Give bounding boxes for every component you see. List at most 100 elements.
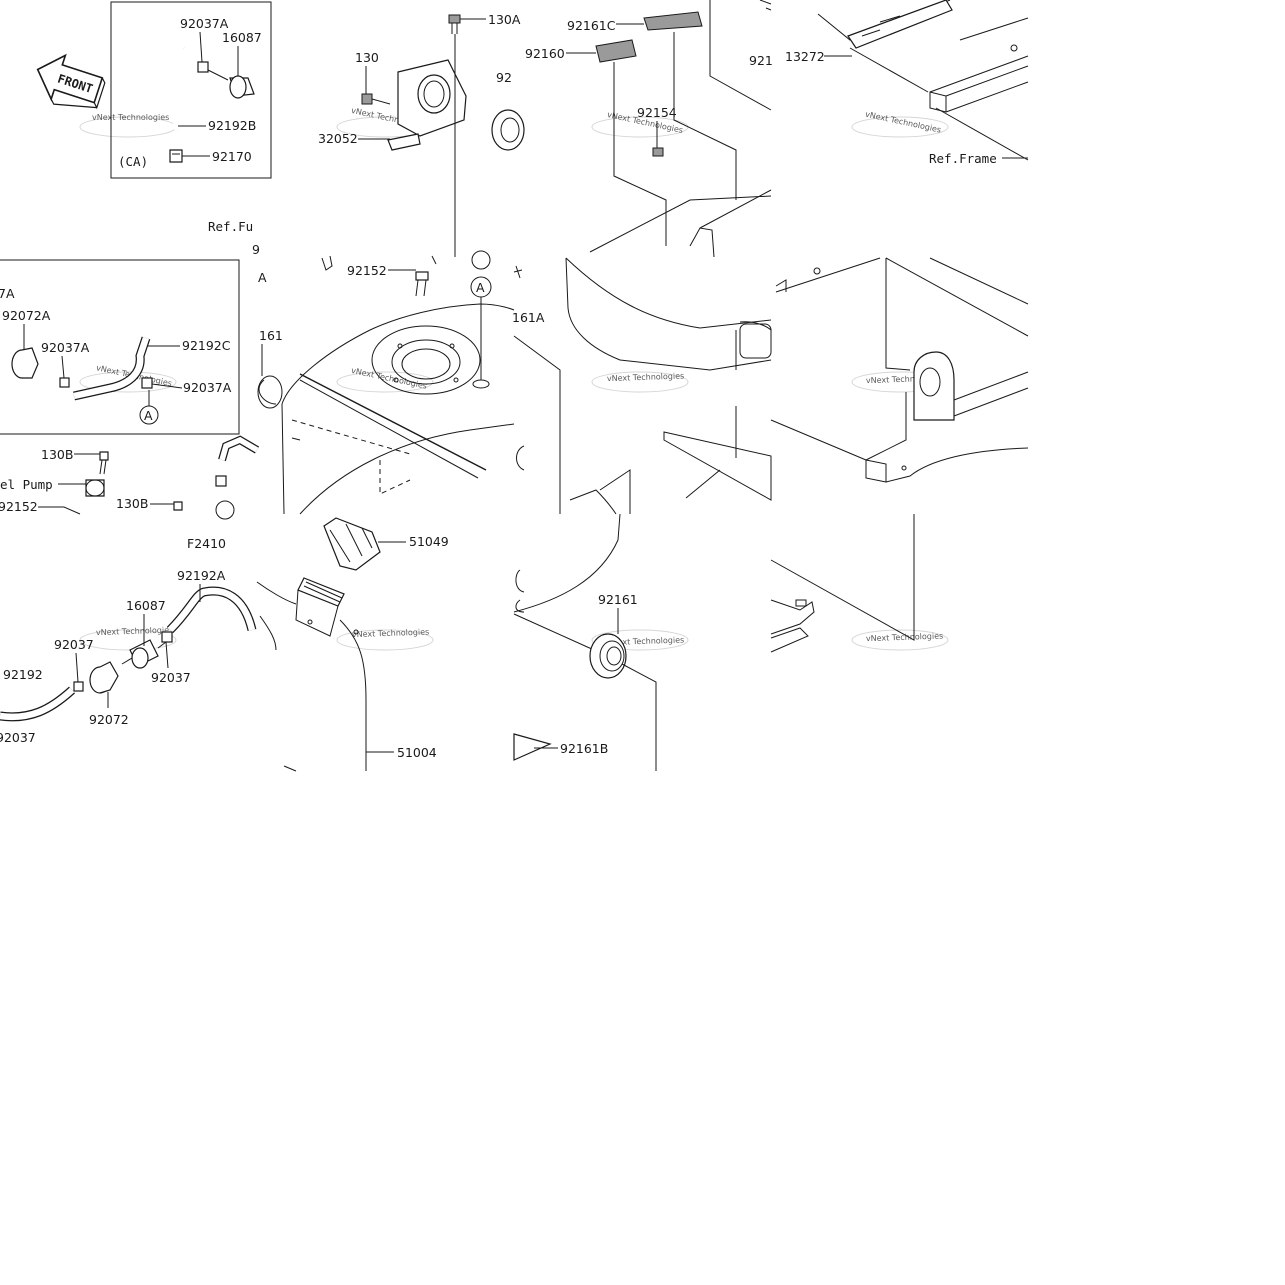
pad-92160 (595, 39, 637, 63)
label-92160: 92160 (525, 46, 565, 61)
grommet-92161 (589, 633, 657, 771)
clamp-92037A-right (141, 377, 153, 389)
fuel-cap-51049 (323, 517, 381, 571)
ref-fuel-pump-label: el Pump (0, 477, 53, 492)
svg-text:vNext Technologies: vNext Technologies (352, 627, 430, 639)
filter-92072 (89, 661, 119, 694)
label-92154: 92154 (637, 105, 677, 120)
svg-text:vNext Technologies: vNext Technologies (350, 366, 427, 391)
label-92161B: 92161B (560, 741, 608, 756)
label-51004: 51004 (397, 745, 437, 760)
fuel-filter-16087 (207, 69, 255, 99)
bolt-130B-2 (173, 501, 183, 511)
label-16087-bottom: 16087 (126, 598, 166, 613)
label-161-partial: 161 (259, 328, 283, 343)
clip-92170 (169, 149, 183, 163)
label-130B-1: 130B (41, 447, 73, 462)
fuel-tank-top (257, 303, 515, 515)
label-130B-2: 130B (116, 496, 148, 511)
ca-box-label: (CA) (118, 154, 148, 169)
svg-text:vNext Technologies: vNext Technologies (864, 110, 941, 135)
tank-cover-side (513, 513, 621, 651)
vent-hose-92192A (166, 586, 257, 634)
clamp-92037A (197, 61, 209, 73)
fuel-filter-16087-bottom (121, 639, 167, 669)
label-92192C: 92192C (182, 338, 231, 353)
svg-text:vNext Technologies: vNext Technologies (607, 635, 685, 647)
label-32052: 32052 (318, 131, 358, 146)
ref-fuel-label: Ref.Fu (208, 219, 253, 234)
label-92192: 92192 (3, 667, 43, 682)
bolt-92154 (652, 147, 664, 157)
label-9-partial: 9 (252, 242, 260, 257)
label-92072: 92072 (89, 712, 129, 727)
label-92170: 92170 (212, 149, 252, 164)
grommet-partial (491, 109, 525, 151)
front-direction-arrow-icon: FRONT (36, 53, 106, 110)
hose-92192 (0, 686, 76, 722)
frame-rear (817, 0, 1029, 161)
svg-text:vNext Technologies: vNext Technologies (866, 373, 944, 385)
svg-text:A: A (476, 280, 485, 295)
callout-A-tank: A (470, 250, 492, 389)
label-92152-mid: 92152 (347, 263, 387, 278)
label-92037A: 92037A (180, 16, 229, 31)
label-92161C: 92161C (567, 18, 616, 33)
svg-text:vNext Technologies: vNext Technologies (866, 631, 944, 643)
bolt-130B-1 (99, 451, 109, 475)
label-92037-left: 92037 (54, 637, 94, 652)
callout-A: A (139, 390, 159, 425)
watermark: vNext Technologies (79, 625, 177, 651)
watermark: vNext Technologies (591, 629, 689, 651)
label-92072A: 92072A (2, 308, 51, 323)
watermark: vNext Technologies (851, 110, 949, 138)
california-model-box (110, 1, 272, 179)
fuel-tank-51004 (256, 581, 367, 772)
fuel-pump-clamp (85, 479, 105, 497)
svg-text:vNext Technologies: vNext Technologies (607, 371, 685, 383)
label-161A-partial: 161A (512, 310, 545, 325)
label-92037A-right: 92037A (183, 380, 232, 395)
clamp-92037A-left (59, 377, 70, 388)
ref-frame-label: Ref.Frame (929, 151, 997, 166)
label-130A: 130A (488, 12, 521, 27)
watermark: vNext Technologies (336, 366, 434, 393)
filler-neck (295, 577, 345, 637)
label-92037-right: 92037 (151, 670, 191, 685)
label-13272: 13272 (785, 49, 825, 64)
hose-partial-right (215, 435, 260, 520)
tank-cover-lower (513, 257, 772, 515)
clamp-92037-left (73, 681, 84, 692)
watermark: vNext Technologies (79, 113, 177, 138)
label-130: 130 (355, 50, 379, 65)
standard-model-box (0, 259, 240, 435)
bracket-32052 (387, 59, 467, 151)
svg-text:A: A (144, 408, 153, 423)
tank-cover-upper (589, 0, 772, 258)
label-92192B: 92192B (208, 118, 256, 133)
svg-text:vNext Technologies: vNext Technologies (92, 113, 169, 122)
bolt-92152-mid (415, 271, 429, 297)
label-92037A-left: 92037A (41, 340, 90, 355)
label-7A-partial: 7A (0, 286, 15, 301)
bolt-130A (448, 14, 461, 257)
vent-hose-92192C (73, 336, 151, 401)
diagram-title: F2410 (187, 536, 226, 551)
label-16087: 16087 (222, 30, 262, 45)
vent-hose-ca (154, 40, 187, 131)
label-92-partial: 92 (496, 70, 512, 85)
label-A-partial: A (258, 270, 267, 285)
label-92192A: 92192A (177, 568, 226, 583)
bolt-130 (361, 93, 391, 105)
filter-92072A (11, 347, 39, 379)
watermark: vNext Technologies (851, 629, 949, 651)
pad-92161C (643, 11, 703, 31)
label-92037-bottom: 92037 (0, 730, 36, 745)
label-51049: 51049 (409, 534, 449, 549)
label-921-partial: 921 (749, 53, 773, 68)
pad-92161B (513, 733, 552, 761)
watermark: vNext Technologies (591, 371, 689, 393)
svg-text:vNext Technologies: vNext Technologies (96, 625, 174, 637)
label-92152-left: 92152 (0, 499, 38, 514)
